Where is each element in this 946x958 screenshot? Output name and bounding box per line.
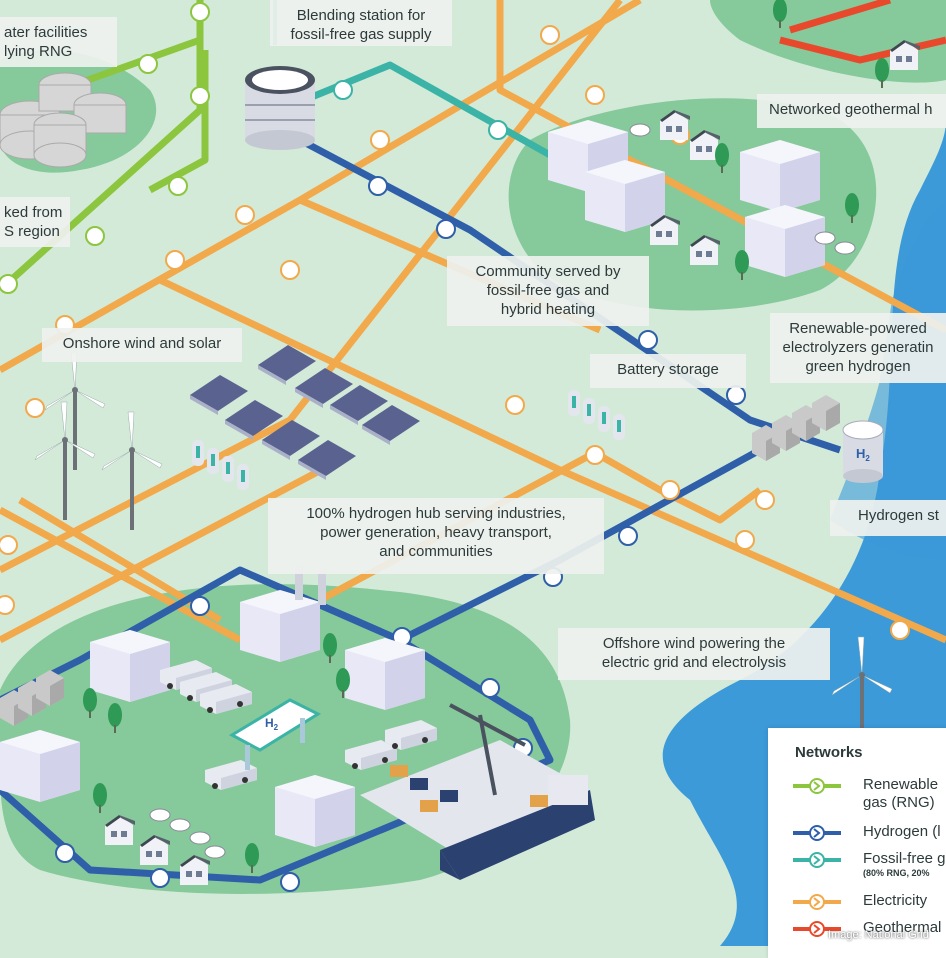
callout-offshore-wind-line-1: Offshore wind powering the: [602, 635, 786, 652]
callout-community-served-line-1: Community served by: [475, 263, 621, 280]
callout-community-served-line-2: fossil-free gas and: [486, 282, 610, 299]
callout-blending-station-line-1: Blending station for: [296, 7, 426, 24]
callout-rng-facilities-line-2: lying RNG: [4, 43, 73, 60]
callout-imported-region: ked from S region: [0, 197, 70, 247]
callout-community-served-line-3: hybrid heating: [500, 301, 596, 318]
legend-label-rng: Renewable gas (RNG): [863, 776, 938, 812]
hydrogen-line-icon: [793, 825, 841, 841]
callout-onshore-wind: Onshore wind and solar: [42, 328, 242, 362]
svg-text:H2: H2: [856, 446, 870, 463]
networks-legend: Networks Renewable gas (RNG) Hydrogen (l…: [768, 728, 946, 958]
legend-label-fossil-free-main: Fossil-free g: [863, 850, 946, 867]
callout-rng-facilities: ater facilities lying RNG: [0, 17, 117, 67]
legend-label-hydrogen: Hydrogen (l: [863, 823, 941, 840]
callout-offshore-wind-line-2: electric grid and electrolysis: [601, 654, 787, 671]
callout-electrolyzers-line-3: green hydrogen: [805, 358, 911, 375]
legend-label-rng-line-2: gas (RNG): [863, 794, 935, 811]
callout-blending-station-line-2: fossil-free gas supply: [290, 26, 432, 43]
callout-hydrogen-storage-line-1: Hydrogen st: [858, 507, 939, 524]
callout-onshore-wind-line-1: Onshore wind and solar: [62, 335, 222, 352]
callout-hydrogen-hub: 100% hydrogen hub serving industries, po…: [268, 498, 604, 574]
callout-blending-station: Blending station for fossil-free gas sup…: [270, 0, 452, 46]
callout-networked-geothermal: Networked geothermal h: [757, 94, 946, 128]
electricity-line-icon: [793, 894, 841, 910]
callout-imported-region-line-2: S region: [4, 223, 60, 240]
callout-hydrogen-hub-line-2: power generation, heavy transport,: [320, 524, 552, 541]
station-sign: H: [265, 716, 274, 730]
legend-label-fossil-free-sub: (80% RNG, 20%: [863, 868, 930, 878]
callout-battery-storage-line-1: Battery storage: [617, 361, 719, 378]
callout-hydrogen-hub-line-3: and communities: [379, 543, 493, 560]
callout-community-served: Community served by fossil-free gas and …: [447, 256, 649, 326]
callout-electrolyzers-line-1: Renewable-powered: [789, 320, 927, 337]
callout-rng-facilities-line-1: ater facilities: [4, 24, 88, 41]
legend-label-rng-line-1: Renewable: [863, 776, 939, 793]
callout-imported-region-line-1: ked from: [4, 204, 63, 221]
legend-label-fossil-free: Fossil-free g (80% RNG, 20%: [863, 850, 946, 879]
callout-battery-storage: Battery storage: [590, 354, 746, 388]
legend-label-geothermal: Geothermal: [863, 919, 942, 936]
fossil-free-line-icon: [793, 852, 841, 868]
callout-electrolyzers: Renewable-powered electrolyzers generati…: [770, 313, 946, 383]
h2-tank-label: H: [856, 446, 865, 461]
station-sign-sub: 2: [274, 723, 279, 732]
h2-tank-sub: 2: [865, 454, 870, 463]
geothermal-line-icon: [793, 921, 841, 937]
image-credit: Image: National Grid: [828, 929, 929, 941]
legend-title: Networks: [795, 744, 863, 761]
legend-label-electricity: Electricity: [863, 892, 928, 909]
callout-hydrogen-hub-line-1: 100% hydrogen hub serving industries,: [306, 505, 566, 522]
callout-networked-geothermal-line-1: Networked geothermal h: [769, 101, 933, 118]
callout-electrolyzers-line-2: electrolyzers generatin: [782, 339, 934, 356]
callout-offshore-wind: Offshore wind powering the electric grid…: [558, 628, 830, 680]
rng-line-icon: [793, 778, 841, 794]
callout-hydrogen-storage: Hydrogen st: [830, 500, 946, 536]
svg-text:H2: H2: [265, 716, 279, 732]
